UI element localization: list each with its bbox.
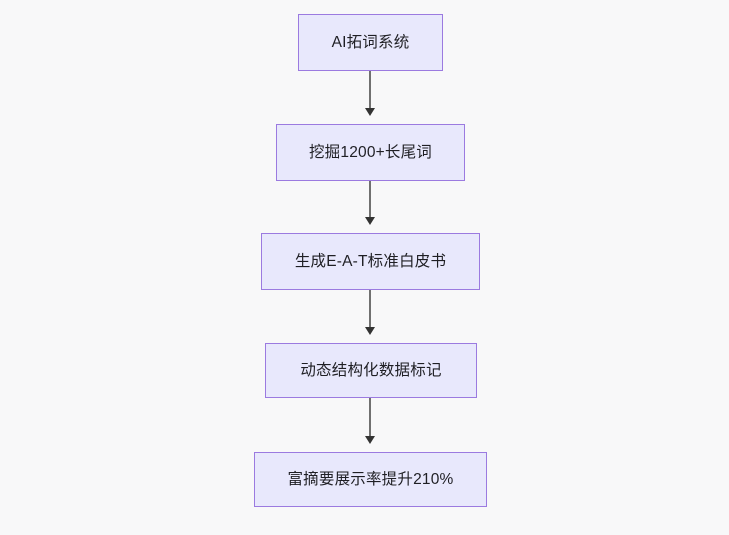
flow-edge-n4-n5 <box>369 398 371 437</box>
flow-node-label: 富摘要展示率提升210% <box>287 470 454 488</box>
flow-node-label: 挖掘1200+长尾词 <box>308 143 433 161</box>
flow-node-label: 生成E-A-T标准白皮书 <box>294 252 447 270</box>
arrow-head-icon <box>365 108 375 116</box>
flow-node-label: AI拓词系统 <box>331 33 410 51</box>
flow-node-n2[interactable]: 挖掘1200+长尾词 <box>276 124 465 181</box>
flow-edge-n1-n2 <box>369 71 371 109</box>
flow-edge-n2-n3 <box>369 181 371 218</box>
flow-node-n5[interactable]: 富摘要展示率提升210% <box>254 452 487 507</box>
arrow-head-icon <box>365 327 375 335</box>
arrow-head-icon <box>365 217 375 225</box>
flow-node-n4[interactable]: 动态结构化数据标记 <box>265 343 477 398</box>
flow-node-n3[interactable]: 生成E-A-T标准白皮书 <box>261 233 480 290</box>
flow-edge-n3-n4 <box>369 290 371 328</box>
flow-node-label: 动态结构化数据标记 <box>300 361 442 379</box>
flow-node-n1[interactable]: AI拓词系统 <box>298 14 443 71</box>
arrow-head-icon <box>365 436 375 444</box>
